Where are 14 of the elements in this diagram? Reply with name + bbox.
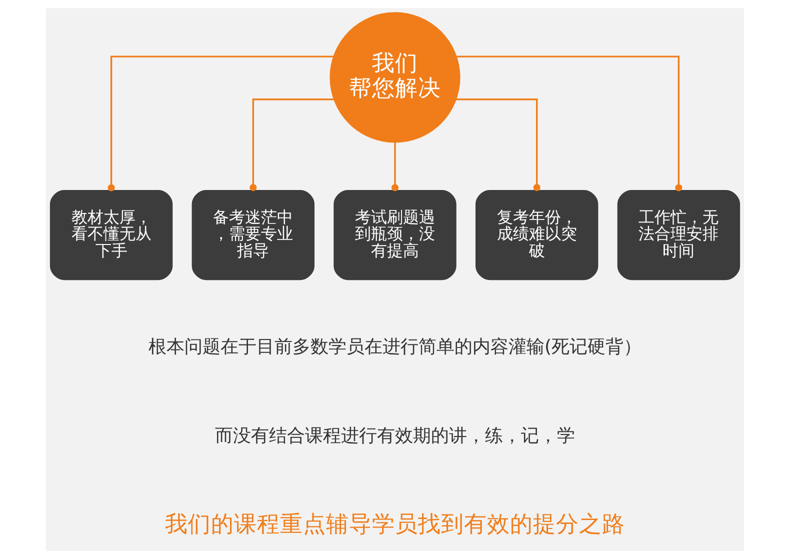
connector — [250, 98, 334, 192]
connector — [456, 98, 540, 192]
label: 根本问题在于目前多数学员在进行简单的内容灌输(死记硬背） — [148, 336, 642, 358]
label: 而没有结合课程进行有效期的讲，练，记，学 — [215, 425, 575, 446]
connector — [391, 142, 399, 192]
node-box: 考试刷题遇到瓶颈，没有提高 — [334, 190, 456, 280]
connector — [456, 56, 682, 192]
label: 我们的课程重点辅导学员找到有效的提分之路 — [165, 512, 625, 538]
node-box: 备考迷茫中，需要专业指导 — [192, 190, 314, 280]
connector — [108, 56, 334, 192]
node-circle: 我们 帮您解决 — [330, 12, 460, 143]
node-box: 教材太厚，看不懂无从下手 — [50, 190, 173, 280]
node-box: 工作忙，无法合理安排时间 — [617, 190, 740, 280]
node-box: 复考年份，成绩难以突破 — [476, 190, 598, 280]
